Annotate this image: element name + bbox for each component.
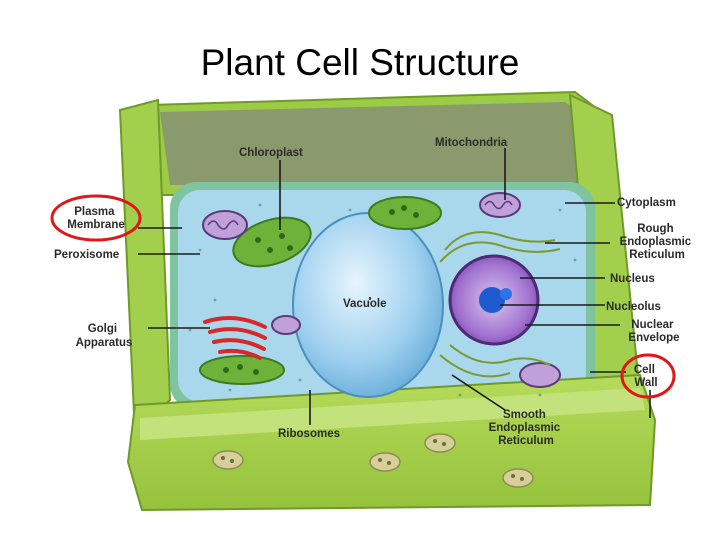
label-chloroplast: Chloroplast: [239, 147, 303, 159]
label-nucleus: Nucleus: [610, 273, 655, 285]
leader-lines: [138, 148, 651, 425]
slide-title: Plant Cell Structure: [200, 42, 520, 83]
label-plasma-membrane: Plasma Membrane: [67, 206, 125, 231]
golgi-organelle: [203, 316, 267, 360]
cytoplasm-granules: [188, 198, 577, 397]
label-nucleolus: Nucleolus: [606, 301, 661, 313]
label-golgi-apparatus: Golgi Apparatus: [76, 323, 133, 349]
mitochondria-organelles: [202, 192, 561, 388]
label-rough-er: Rough Endoplasmic Reticulum: [620, 223, 695, 261]
cell-wall-highlight-ring: [620, 353, 676, 399]
label-mitochondria: Mitochondria: [435, 137, 508, 149]
label-ribosomes: Ribosomes: [278, 428, 340, 440]
label-peroxisome: Peroxisome: [54, 249, 119, 261]
nucleus-organelle: [448, 254, 540, 346]
label-cytoplasm: Cytoplasm: [617, 197, 676, 209]
rough-er-organelle: [439, 231, 561, 378]
label-vacuole: Vacuole: [343, 298, 386, 310]
label-nuclear-envelope: Nuclear Envelope: [628, 319, 679, 344]
label-smooth-er: Smooth Endoplasmic Reticulum: [489, 409, 564, 447]
plasma-membrane-highlight-ring: [50, 194, 142, 242]
label-cell-wall: Cell Wall: [634, 364, 658, 389]
chloroplast-organelles: [199, 196, 442, 385]
